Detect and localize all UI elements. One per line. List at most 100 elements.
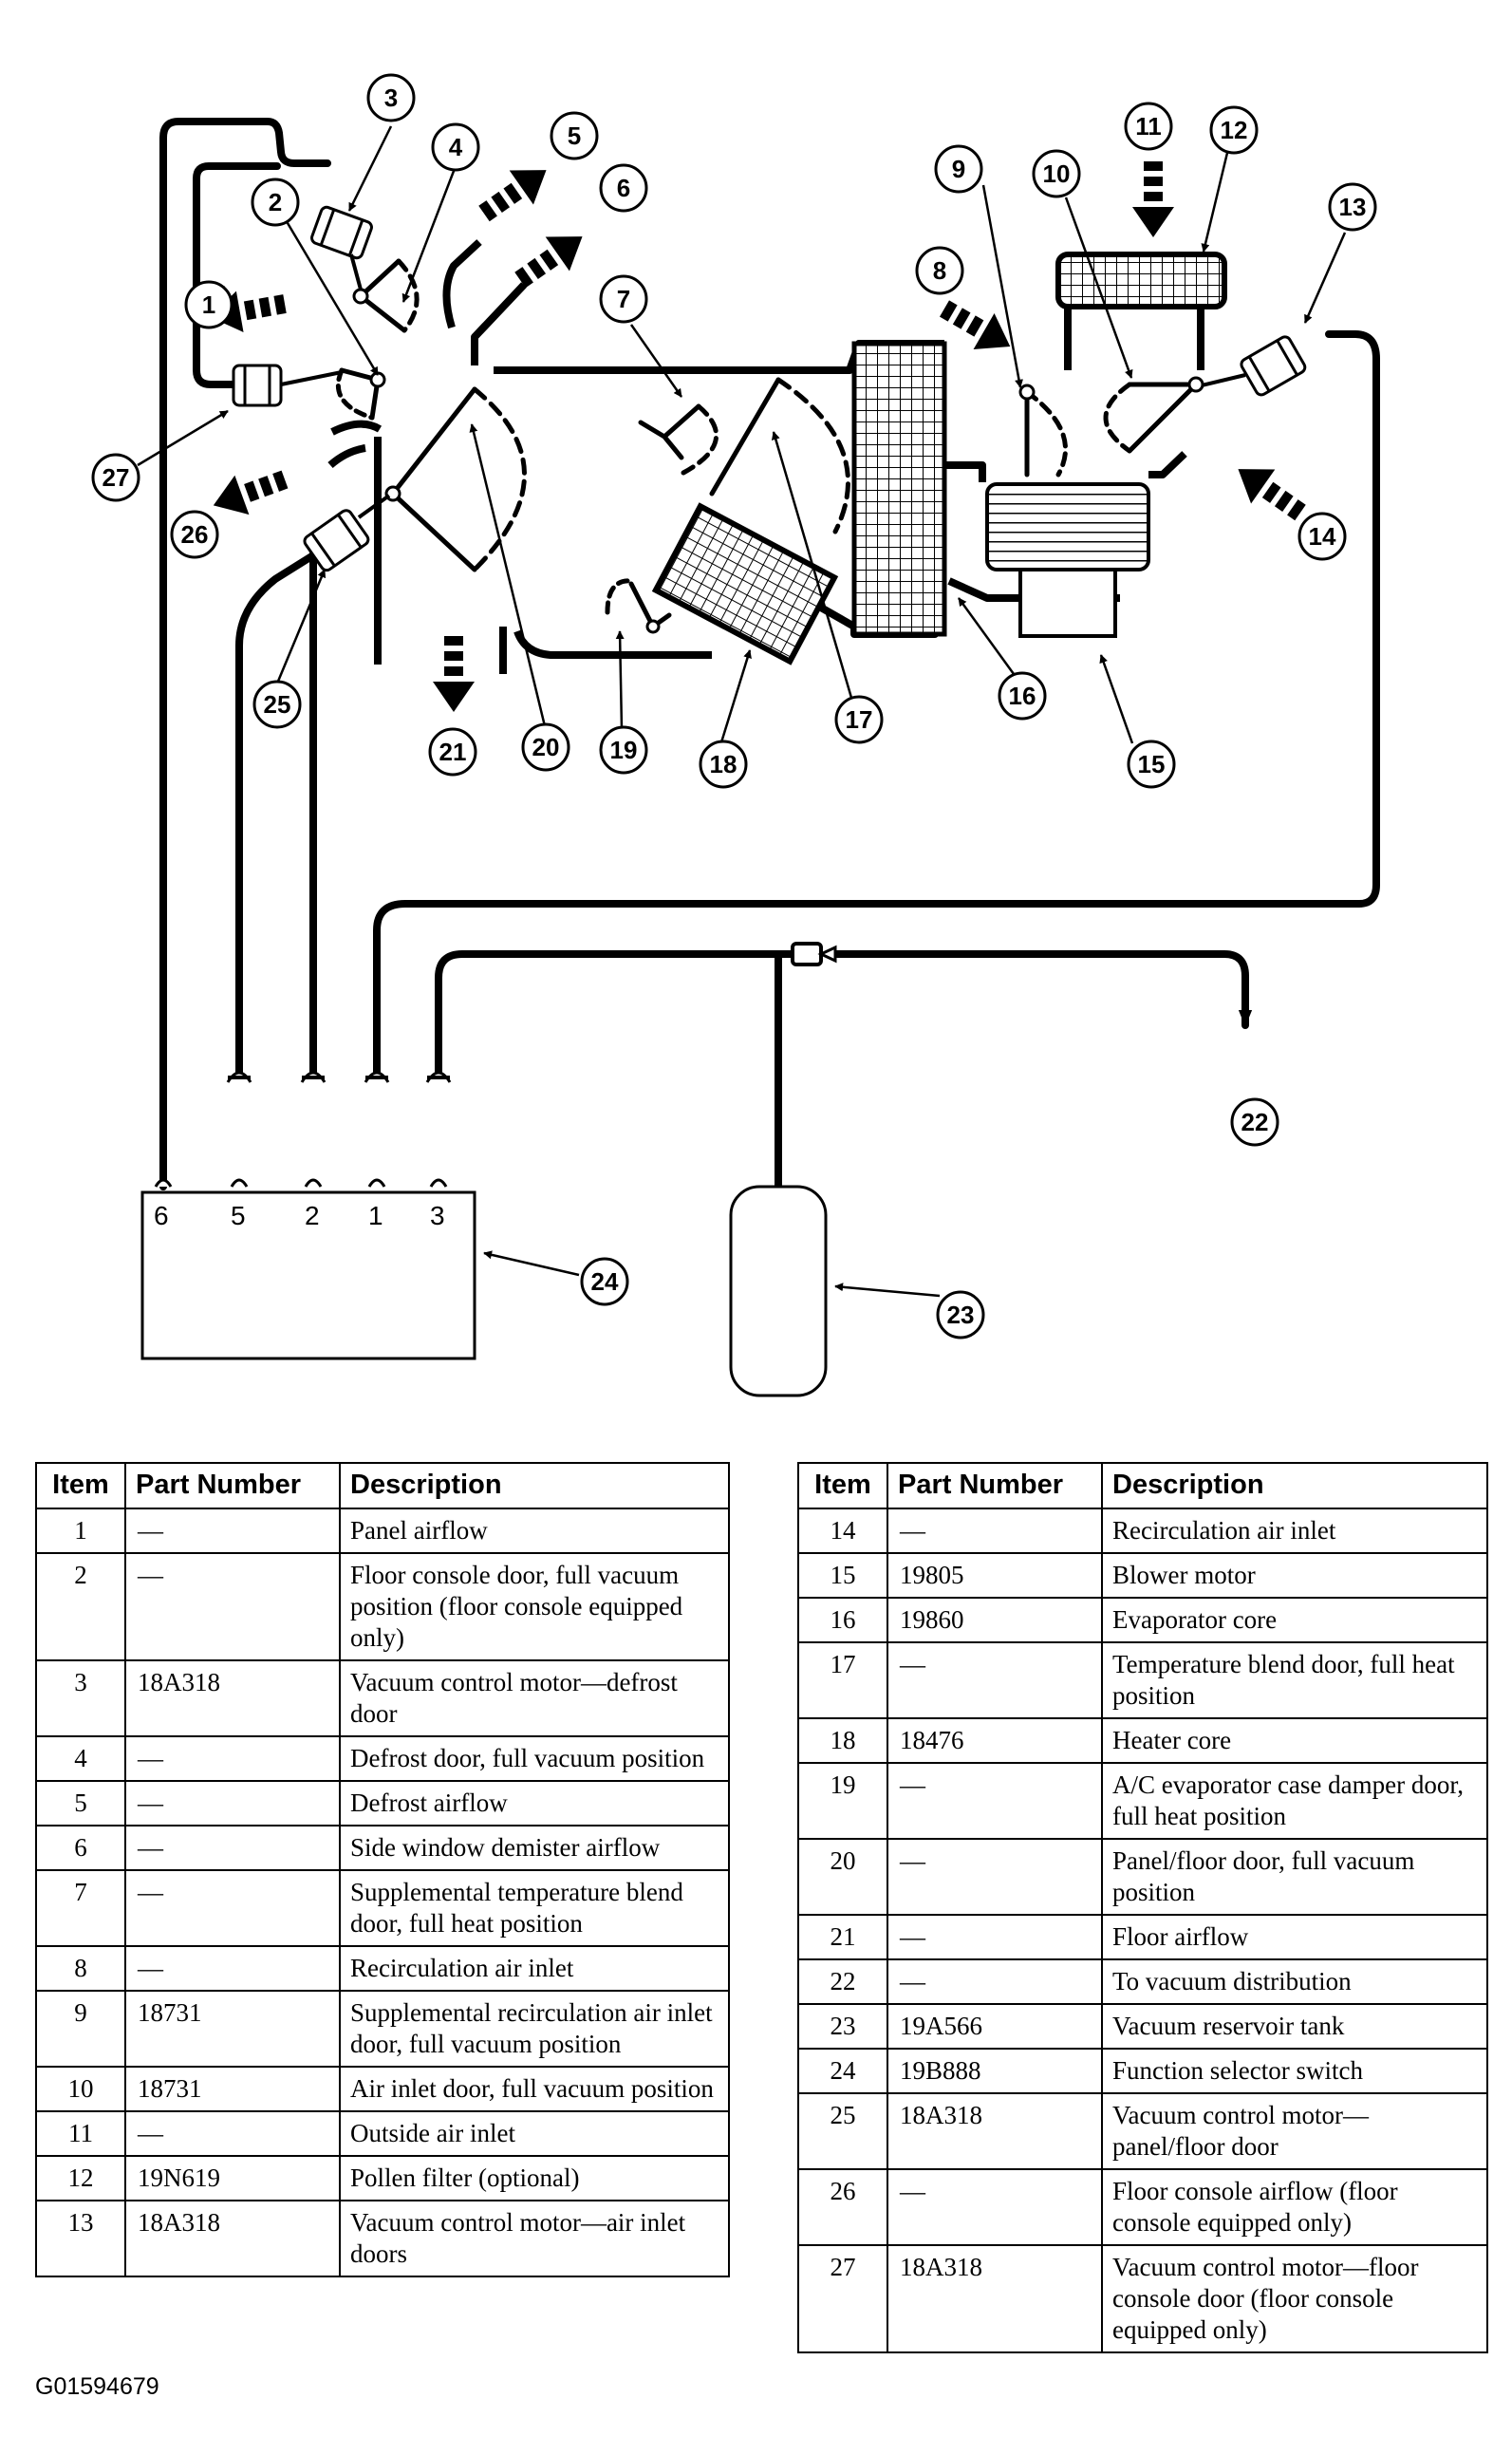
part-number: — <box>887 1508 1103 1554</box>
callout-23: 23 <box>936 1290 985 1339</box>
item-number: 4 <box>35 1735 126 1782</box>
svg-text:14: 14 <box>1309 522 1336 551</box>
description: Heater core <box>1101 1717 1488 1764</box>
callout-18: 18 <box>699 740 748 789</box>
part-number: — <box>887 1641 1103 1719</box>
table-row: 7—Supplemental temperature blend door, f… <box>35 1869 730 1947</box>
description: Recirculation air inlet <box>339 1945 730 1992</box>
table-row: 20—Panel/floor door, full vacuum positio… <box>797 1838 1488 1916</box>
part-number: 19805 <box>887 1552 1103 1599</box>
table-row: 2—Floor console door, full vacuum positi… <box>35 1552 730 1661</box>
table-row: 4—Defrost door, full vacuum position <box>35 1735 730 1782</box>
table-header-row: Item Part Number Description <box>35 1462 730 1509</box>
part-number: 18731 <box>124 2066 341 2112</box>
svg-text:5: 5 <box>568 122 581 150</box>
description: Recirculation air inlet <box>1101 1508 1488 1554</box>
svg-text:20: 20 <box>532 733 560 761</box>
item-number: 23 <box>797 2003 888 2050</box>
header-part-number: Part Number <box>124 1462 341 1509</box>
description: Supplemental temperature blend door, ful… <box>339 1869 730 1947</box>
item-number: 6 <box>35 1825 126 1871</box>
item-number: 7 <box>35 1869 126 1947</box>
svg-text:26: 26 <box>181 520 209 549</box>
selector-port-labels: 6 5 2 1 3 <box>154 1201 445 1230</box>
description: Supplemental recirculation air inlet doo… <box>339 1990 730 2068</box>
description: To vacuum distribution <box>1101 1958 1488 2005</box>
item-number: 27 <box>797 2244 888 2353</box>
part-number: 19A566 <box>887 2003 1103 2050</box>
callout-24: 24 <box>580 1257 629 1306</box>
svg-text:22: 22 <box>1241 1108 1269 1136</box>
callout-10: 10 <box>1032 149 1081 198</box>
table-header-row: Item Part Number Description <box>797 1462 1488 1509</box>
header-item: Item <box>35 1462 126 1509</box>
header-description: Description <box>1101 1462 1488 1509</box>
svg-text:15: 15 <box>1138 750 1166 778</box>
svg-text:25: 25 <box>264 690 291 719</box>
vacuum-hvac-diagram: 6 5 2 1 3 <box>91 73 1380 1397</box>
part-number: — <box>124 1552 341 1661</box>
svg-text:27: 27 <box>103 463 130 492</box>
part-number: 19860 <box>887 1597 1103 1643</box>
part-number: — <box>124 1735 341 1782</box>
callout-3: 3 <box>366 73 416 122</box>
item-number: 16 <box>797 1597 888 1643</box>
item-number: 17 <box>797 1641 888 1719</box>
svg-text:8: 8 <box>933 256 946 285</box>
description: Blower motor <box>1101 1552 1488 1599</box>
part-number: — <box>124 2110 341 2157</box>
item-number: 9 <box>35 1990 126 2068</box>
svg-text:13: 13 <box>1339 193 1367 221</box>
svg-text:10: 10 <box>1043 159 1071 188</box>
item-number: 14 <box>797 1508 888 1554</box>
callout-17: 17 <box>834 695 884 744</box>
item-number: 18 <box>797 1717 888 1764</box>
item-number: 11 <box>35 2110 126 2157</box>
description: Vacuum control motor—air inlet doors <box>339 2200 730 2277</box>
svg-text:11: 11 <box>1135 112 1162 140</box>
callouts: 1 2 3 4 5 6 7 8 9 10 11 12 13 14 15 16 1… <box>91 73 1377 1339</box>
item-number: 12 <box>35 2155 126 2201</box>
callout-20: 20 <box>521 722 570 772</box>
port-label: 6 <box>154 1201 169 1230</box>
item-number: 1 <box>35 1508 126 1554</box>
svg-text:3: 3 <box>384 84 398 112</box>
part-number: — <box>887 1762 1103 1840</box>
part-number: 19N619 <box>124 2155 341 2201</box>
svg-text:1: 1 <box>202 290 215 319</box>
svg-text:18: 18 <box>710 750 737 778</box>
item-number: 19 <box>797 1762 888 1840</box>
svg-text:17: 17 <box>846 705 873 734</box>
item-number: 10 <box>35 2066 126 2112</box>
item-number: 21 <box>797 1914 888 1960</box>
svg-text:7: 7 <box>617 285 630 313</box>
callout-8: 8 <box>915 246 964 295</box>
description: Outside air inlet <box>339 2110 730 2157</box>
description: Pollen filter (optional) <box>339 2155 730 2201</box>
parts-table-left: Item Part Number Description 1—Panel air… <box>35 1462 730 2277</box>
table-row: 6—Side window demister airflow <box>35 1825 730 1871</box>
table-row: 11—Outside air inlet <box>35 2110 730 2157</box>
item-number: 8 <box>35 1945 126 1992</box>
port-label: 5 <box>231 1201 246 1230</box>
port-label: 1 <box>368 1201 383 1230</box>
part-number: 18A318 <box>887 2244 1103 2353</box>
part-number: 18731 <box>124 1990 341 2068</box>
description: A/C evaporator case damper door, full he… <box>1101 1762 1488 1840</box>
leader-lines <box>137 125 1347 1298</box>
svg-text:19: 19 <box>610 736 638 764</box>
callout-2: 2 <box>251 178 300 227</box>
callout-13: 13 <box>1328 182 1377 232</box>
table-row: 17—Temperature blend door, full heat pos… <box>797 1641 1488 1719</box>
airflow-arrows <box>210 161 1306 712</box>
table-row: 14—Recirculation air inlet <box>797 1508 1488 1554</box>
